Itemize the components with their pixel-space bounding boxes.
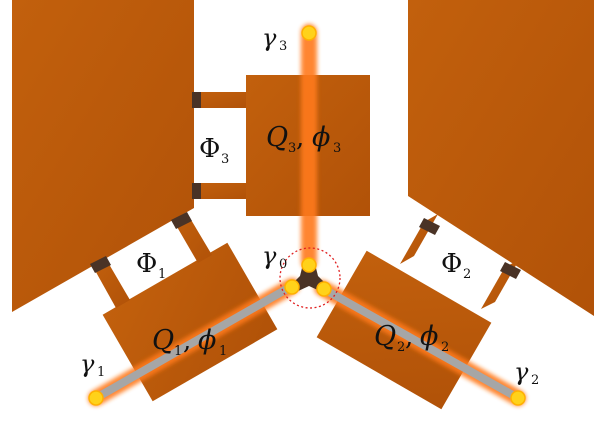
label-gamma0: γ 0 xyxy=(262,242,287,272)
label-Phi1: Φ 1 xyxy=(136,249,166,282)
phi2-arm-left xyxy=(400,214,438,264)
Q3-separator: , xyxy=(296,123,304,153)
majorana-modes xyxy=(88,25,526,406)
phi3-junction-bottom xyxy=(192,183,201,199)
phi2-junction-left xyxy=(419,218,440,235)
Q1-separator: , xyxy=(183,326,191,356)
wire-2 xyxy=(318,284,522,402)
gamma2-subscript: 2 xyxy=(531,373,539,388)
majorana-gamma2-dot xyxy=(510,390,526,406)
Q2-symbol: Q xyxy=(374,321,396,352)
label-Q2-phi2: Q 2 , ϕ 2 xyxy=(374,321,449,355)
label-gamma3: γ 3 xyxy=(262,24,287,54)
Phi2-symbol: Φ xyxy=(441,249,462,279)
majorana-gamma1-dot xyxy=(88,390,104,406)
gamma3-symbol: γ xyxy=(262,24,277,52)
Q3-symbol: Q xyxy=(266,122,288,153)
phi3-arm-bottom xyxy=(194,183,250,199)
left-reservoir xyxy=(12,0,194,312)
phi1-subscript: 1 xyxy=(219,344,227,359)
gamma2-symbol: γ xyxy=(514,358,529,386)
Q3-subscript: 3 xyxy=(288,141,296,156)
Q1-subscript: 1 xyxy=(174,344,182,359)
Phi3-symbol: Φ xyxy=(199,134,220,164)
majorana-gamma0c-dot xyxy=(316,281,332,297)
junction-highlight-circle xyxy=(279,247,341,309)
gamma1-subscript: 1 xyxy=(97,365,105,380)
label-Phi3: Φ 3 xyxy=(199,134,229,167)
Phi1-subscript: 1 xyxy=(158,267,166,282)
Q1-symbol: Q xyxy=(152,325,174,356)
label-gamma1: γ 1 xyxy=(80,350,105,380)
phi3-symbol: ϕ xyxy=(312,122,330,153)
phi1-junction-left xyxy=(90,256,111,273)
phi2-junction-right xyxy=(500,262,521,279)
phi2-loop xyxy=(400,214,521,309)
phi3-arm-top xyxy=(194,92,250,108)
right-reservoir xyxy=(408,0,594,316)
phi1-symbol: ϕ xyxy=(198,325,216,356)
phi1-arm-left xyxy=(92,259,130,308)
Q2-separator: , xyxy=(405,322,413,352)
phi1-loop xyxy=(90,212,212,308)
gamma1-symbol: γ xyxy=(80,350,95,378)
wire-1 xyxy=(92,282,296,402)
label-Q1-phi1: Q 1 , ϕ 1 xyxy=(152,325,227,359)
Q2-subscript: 2 xyxy=(397,340,405,355)
phi2-subscript: 2 xyxy=(441,340,449,355)
phi3-subscript: 3 xyxy=(333,141,341,156)
gamma0-symbol: γ xyxy=(262,242,277,270)
label-Q3-phi3: Q 3 , ϕ 3 xyxy=(266,122,341,156)
label-Phi2: Φ 2 xyxy=(441,249,471,282)
phi1-junction-right xyxy=(171,212,192,229)
gamma3-subscript: 3 xyxy=(279,39,287,54)
phi2-symbol: ϕ xyxy=(420,321,438,352)
phi3-junction-top xyxy=(192,92,201,108)
label-gamma2: γ 2 xyxy=(514,358,539,388)
gamma0-subscript: 0 xyxy=(279,257,287,272)
nanowires xyxy=(88,24,526,406)
majorana-gamma0b-dot xyxy=(284,279,300,295)
majorana-gamma3-dot xyxy=(301,25,317,41)
majorana-gamma0-dot xyxy=(301,257,317,273)
Phi3-subscript: 3 xyxy=(221,152,229,167)
Phi1-symbol: Φ xyxy=(136,249,157,279)
Phi2-subscript: 2 xyxy=(463,267,471,282)
